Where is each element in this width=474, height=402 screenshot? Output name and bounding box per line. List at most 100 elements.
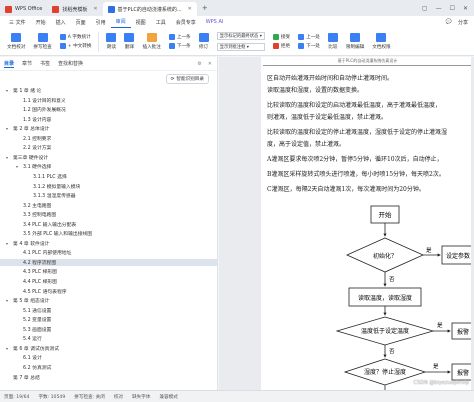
close-icon[interactable]: ✕ bbox=[93, 6, 98, 12]
minimize-icon[interactable]: — bbox=[435, 4, 442, 12]
maximize-icon[interactable]: ☐ bbox=[449, 4, 455, 12]
toc-item-label: 4.2 程序流程图 bbox=[23, 260, 57, 266]
toc-item[interactable]: 3.4 PLC 输入输出分配表 bbox=[16, 221, 76, 228]
chevron-down-icon[interactable]: ▾ bbox=[6, 298, 9, 304]
toc-item[interactable]: 1.2 国内外发展概况 bbox=[16, 106, 66, 113]
balloon-select[interactable]: 显示到批注框 ▾ bbox=[216, 43, 265, 51]
toc-item[interactable]: ▾第 5 章 组态设计 bbox=[6, 297, 49, 304]
compare-button[interactable]: 比较 bbox=[325, 29, 341, 55]
status-spellcheck[interactable]: 拼写检查: 关闭 bbox=[74, 394, 105, 400]
toc-item[interactable]: 3.1.2 模拟量输入模块 bbox=[26, 183, 80, 190]
settings-icon[interactable]: ⚙ bbox=[197, 60, 202, 67]
toc-item[interactable]: 1.1 设计目的和意义 bbox=[16, 97, 66, 104]
toc-item[interactable]: 3.1.3 温湿度传感器 bbox=[26, 192, 76, 199]
menu-reference[interactable]: 引用 bbox=[95, 19, 106, 26]
tab-find-replace[interactable]: 查找和替换 bbox=[58, 61, 84, 67]
toc-item[interactable]: 4.4 PLC 梯形图 bbox=[16, 278, 57, 285]
toc-item[interactable]: ▾第 2 章 总体设计 bbox=[6, 125, 49, 132]
tab-wps-office[interactable]: WPS Office bbox=[0, 2, 47, 16]
menu-home[interactable]: 开始 bbox=[35, 19, 46, 26]
toc-item[interactable]: 2.2 设计方案 bbox=[16, 144, 51, 151]
markup-display-select[interactable]: 显示标记的最终状态 ▾ bbox=[216, 32, 265, 40]
chevron-down-icon[interactable]: ▾ bbox=[6, 240, 9, 246]
close-icon[interactable]: ✕ bbox=[187, 6, 192, 12]
toc-item-label: 第 7 章 总结 bbox=[13, 375, 40, 381]
tab-bookmarks[interactable]: 书签 bbox=[40, 61, 51, 67]
toc-item[interactable]: 5.4 运行 bbox=[16, 335, 42, 342]
status-word-count[interactable]: 字数: 10549 bbox=[38, 394, 66, 400]
new-tab-icon[interactable]: + bbox=[201, 4, 208, 12]
toc-item[interactable]: 4.5 PLC 语句表程序 bbox=[16, 288, 67, 295]
share-button[interactable]: 分享 bbox=[457, 19, 468, 26]
next-change-button[interactable]: 下一处 bbox=[298, 43, 320, 49]
toc-item[interactable]: 5.3 画面设置 bbox=[16, 326, 51, 333]
toc-item-label: 2.1 控制要求 bbox=[23, 136, 52, 142]
toc-item[interactable]: ▾第 4 章 软件设计 bbox=[6, 240, 49, 247]
accept-button[interactable]: 接受 bbox=[272, 34, 290, 40]
spellcheck-button[interactable]: 拼写检查 bbox=[30, 29, 54, 55]
wps-logo-icon bbox=[5, 5, 12, 13]
toc-item[interactable]: 4.2 程序流程图 bbox=[0, 258, 217, 266]
menu-member[interactable]: 会员专享 bbox=[175, 19, 196, 26]
toc-item-label: 3.5 外部 PLC 输入和输出接线图 bbox=[23, 232, 93, 238]
toc-item[interactable]: 3.5 外部 PLC 输入和输出接线图 bbox=[16, 230, 92, 237]
toc-item[interactable]: 第 7 章 总结 bbox=[6, 374, 40, 381]
menu-file[interactable]: 三 文件 bbox=[9, 19, 26, 26]
chinese-convert-button[interactable]: + 中文转换 bbox=[59, 43, 91, 49]
insert-comment-button[interactable]: 插入批注 bbox=[139, 29, 163, 55]
status-proofread[interactable]: 校对 bbox=[113, 394, 124, 400]
reject-button[interactable]: 拒绝 bbox=[272, 43, 290, 49]
document-page[interactable]: 基于PLC的自动浇灌系统仿真设计 区自动开始灌溉开始时间和自动停止灌溉时间。 读… bbox=[261, 57, 474, 390]
next-comment-button[interactable]: 下一条 bbox=[168, 43, 191, 49]
toc-item[interactable]: 3.3 控制电路图 bbox=[16, 211, 56, 218]
tab-chapters[interactable]: 章节 bbox=[22, 61, 33, 67]
prev-comment-button[interactable]: 上一条 bbox=[168, 34, 191, 40]
toc-item[interactable]: 4.1 PLC 内部使用地址 bbox=[16, 249, 71, 256]
tablist-icon[interactable]: ▢ bbox=[421, 4, 428, 12]
toc-item[interactable]: ▾第三章 硬件设计 bbox=[6, 154, 48, 161]
close-icon[interactable]: ✕ bbox=[207, 60, 212, 67]
toc-item[interactable]: 5.1 通信设置 bbox=[16, 307, 51, 314]
proofread-button[interactable]: 文档校对 bbox=[4, 29, 28, 55]
toc-item[interactable]: 3.1.1 PLC 选择 bbox=[26, 173, 67, 180]
translate-button[interactable]: 翻译 bbox=[121, 29, 137, 55]
menu-wps-ai[interactable]: WPS AI bbox=[205, 19, 224, 25]
word-count-button[interactable]: A 字数统计 bbox=[59, 34, 92, 40]
toc-item[interactable]: 4.3 PLC 梯形图 bbox=[16, 268, 57, 275]
status-page[interactable]: 页面: 19/64 bbox=[4, 394, 30, 400]
chevron-down-icon[interactable]: ▾ bbox=[6, 126, 9, 132]
restrict-edit-button[interactable]: 限制编辑 bbox=[343, 29, 367, 55]
track-changes-button[interactable]: 修订 bbox=[196, 29, 212, 55]
comment-icon[interactable]: 💬 bbox=[445, 18, 452, 25]
toc-item[interactable]: 2.1 控制要求 bbox=[16, 135, 51, 142]
toc-item[interactable]: 1.3 设计内容 bbox=[16, 116, 51, 123]
toc-item[interactable]: 3.2 主电路图 bbox=[16, 202, 51, 209]
chevron-down-icon[interactable]: ▾ bbox=[16, 164, 19, 170]
doc-permission-button[interactable]: 文档权限 bbox=[369, 29, 393, 55]
chevron-down-icon[interactable]: ▾ bbox=[6, 88, 9, 93]
toc-item[interactable]: ▾ 第 6 章 调试仿真测试 bbox=[6, 345, 59, 352]
close-icon[interactable]: ✕ bbox=[462, 4, 468, 12]
toc-item-label: 第 6 章 调试仿真测试 bbox=[13, 346, 60, 352]
status-missing-fonts[interactable]: 缺失字体 bbox=[132, 394, 151, 400]
menu-page[interactable]: 页面 bbox=[75, 19, 86, 26]
menu-review[interactable]: 审阅 bbox=[110, 16, 131, 28]
toc-item[interactable]: 6.2 仿真测试 bbox=[16, 364, 51, 371]
menu-tools[interactable]: 工具 bbox=[155, 19, 166, 26]
menu-insert[interactable]: 插入 bbox=[55, 19, 66, 26]
read-aloud-button[interactable]: 朗读 bbox=[103, 29, 119, 55]
toc-item[interactable]: 5.2 变量设置 bbox=[16, 316, 51, 323]
tab-document[interactable]: 基于PLC的自动浇灌系统的... ✕ bbox=[102, 2, 197, 16]
prev-change-button[interactable]: 上一处 bbox=[298, 34, 320, 40]
toc-item[interactable]: 6.1 设计 bbox=[16, 354, 42, 361]
tab-template[interactable]: 找稻壳模板 ✕ bbox=[47, 2, 102, 16]
chevron-down-icon[interactable]: ▾ bbox=[6, 154, 9, 160]
down-arrow-icon bbox=[298, 43, 305, 49]
tab-toc[interactable]: 目录 bbox=[4, 60, 15, 68]
menu-view[interactable]: 视图 bbox=[135, 19, 146, 26]
toc-item[interactable]: ▾3.1 硬件选择 bbox=[16, 163, 51, 170]
smart-toc-button[interactable]: ⟳ 智能识别目录 bbox=[165, 74, 209, 84]
toc-item[interactable]: ▾第 1 章 绪 论 bbox=[6, 87, 41, 94]
chevron-down-icon[interactable]: ▾ bbox=[6, 345, 9, 351]
vertical-scrollbar[interactable] bbox=[471, 57, 474, 390]
